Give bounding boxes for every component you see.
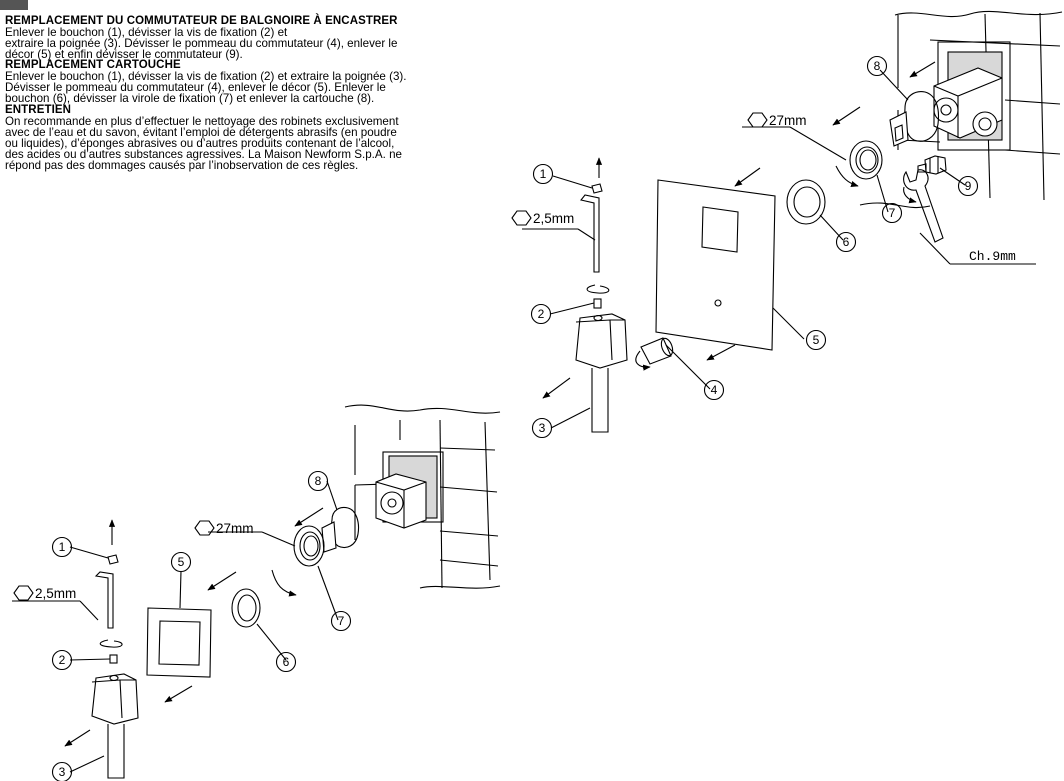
decor-plate-bottom [146,607,212,678]
callouts-bottom: 1 2 3 5 6 7 8 [59,474,345,779]
section-heading: REMPLACEMENT CARTOUCHE [5,59,181,72]
leader-lines-top [522,69,1036,429]
section-line: bouchon (6), dévisser la virole de fixat… [5,92,375,106]
callouts-top: 1 2 3 4 5 6 7 8 9 [538,59,972,435]
section-line: On recommande en plus d’effectuer le net… [5,114,399,128]
section-line: des acides ou d’autres substances agress… [5,147,402,161]
section-commutator: REMPLACEMENT DU COMMUTATEUR DE BALGNOIRE… [5,15,519,62]
section-line: extraire la poignée (3). Dévisser le pom… [5,37,398,51]
callout-7: 7 [338,614,345,628]
valve-body-bottom [375,451,444,529]
section-line: Enlever le bouchon (1), dévisser la vis … [5,70,407,84]
callout-6: 6 [843,235,850,249]
callout-2: 2 [538,307,545,321]
section-heading: REMPLACEMENT DU COMMUTATEUR DE BALGNOIRE… [5,15,398,27]
section-line: avec de l’eau et du savon, évitant l’emp… [5,125,397,139]
callout-4: 4 [711,383,718,397]
section-line: ou liquides), d’éponges abrasives ou d’a… [5,136,395,150]
callout-circles [51,55,979,781]
hex-key-size-label: 2,5mm [35,586,76,601]
cartridge-bottom [321,506,360,553]
direction-arrows-top [542,61,936,399]
direction-arrows-bottom [64,507,324,747]
callout-5: 5 [178,555,185,569]
diverter-knob-top [640,337,674,365]
section-line: Dévisser le pommeau du commutateur (4), … [5,81,386,95]
language-tab [0,0,28,10]
cap-bottom [231,588,261,628]
callout-8: 8 [874,59,881,73]
callout-1: 1 [540,167,547,181]
callout-3: 3 [59,765,66,779]
callout-1: 1 [59,540,66,554]
cap-top [786,179,826,225]
nut-size-label: 27mm [769,113,807,128]
ring-nut-top [849,140,883,180]
nut-size-label: 27mm [216,521,254,536]
callout-5: 5 [813,333,820,347]
callout-2: 2 [59,653,66,667]
wrench-size-label: Ch.9mm [969,249,1016,264]
wall-tiles-bottom [344,404,501,589]
section-heading: ENTRETIEN [5,103,72,116]
valve-body-top [933,41,1011,151]
wall-tiles-top [859,10,1063,209]
callout-8: 8 [315,474,322,488]
handle-top [575,313,628,433]
decor-plate-top [655,179,776,351]
hex-key-bottom [94,571,123,648]
handle-bottom [91,673,139,779]
callout-7: 7 [889,206,896,220]
cartridge-top [889,91,940,147]
ring-nut-bottom [293,525,325,567]
hex-key-size-label: 2,5mm [533,211,574,226]
hex-symbols [13,112,768,601]
callout-3: 3 [539,421,546,435]
hex-key-top [580,194,610,294]
callout-9: 9 [965,179,972,193]
section-line: décor (5) et enfin dévisser le commutate… [5,48,243,62]
callout-6: 6 [283,655,290,669]
instructions-text: REMPLACEMENT DU COMMUTATEUR DE BALGNOIRE… [5,15,519,172]
diverter-screw [917,155,947,175]
section-maintenance: ENTRETIEN On recommande en plus d’effect… [5,103,519,172]
section-line: Enlever le bouchon (1), dévisser la vis … [5,26,288,39]
leader-lines-bottom [12,480,339,773]
spanner-ch9 [903,169,944,243]
section-cartridge: REMPLACEMENT CARTOUCHE Enlever le boucho… [5,59,519,106]
section-line: répond pas des dommages causés par l’ino… [5,158,359,172]
